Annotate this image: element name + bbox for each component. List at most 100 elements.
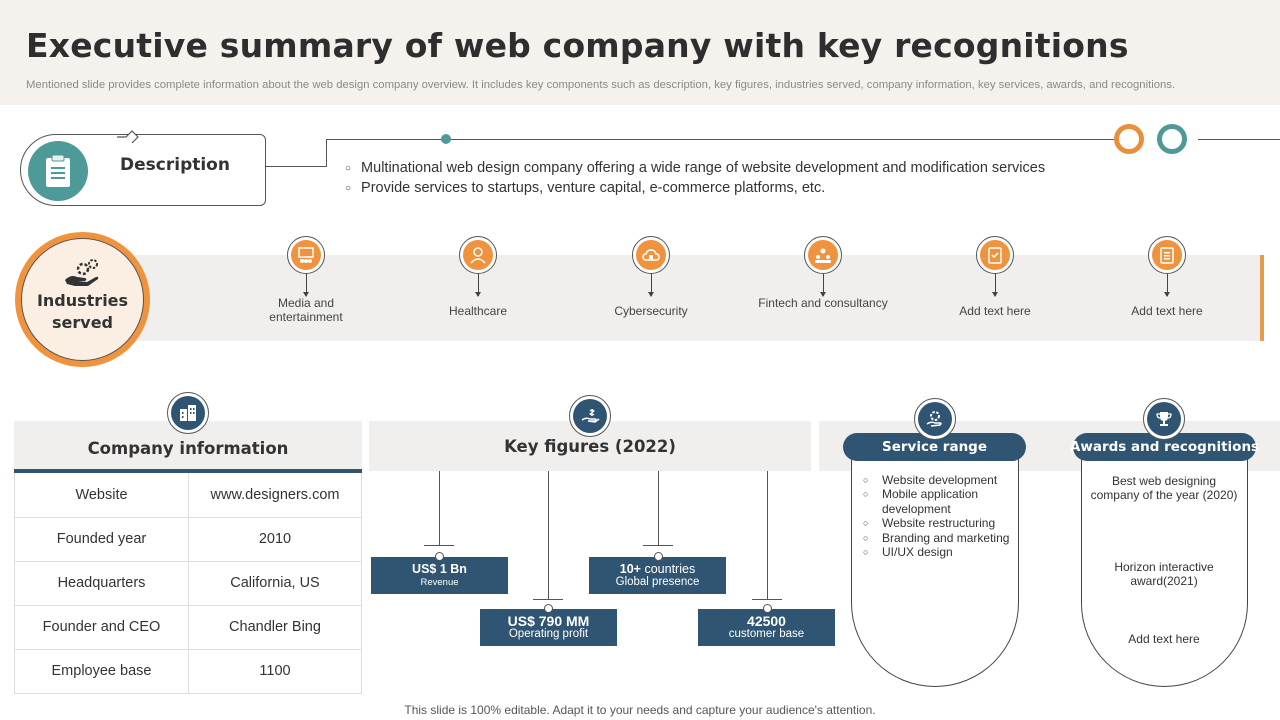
header-band xyxy=(0,0,1280,105)
table-cell-key: Founded year xyxy=(14,517,189,562)
key-figure-card: 42500 customer base xyxy=(698,609,835,646)
table-cell-key: Founder and CEO xyxy=(14,605,189,650)
connector-tee xyxy=(752,599,782,600)
clipboard-icon xyxy=(28,141,88,201)
down-arrow xyxy=(1164,274,1170,297)
list-item: Mobile application development xyxy=(863,487,1013,516)
down-arrow xyxy=(820,274,826,297)
awards-title: Awards and recognitions xyxy=(1070,433,1259,461)
gear-hand-icon xyxy=(914,398,956,440)
clipboard-check-icon xyxy=(976,236,1014,274)
award-item: Add text here xyxy=(1128,632,1200,646)
hand-gears-icon xyxy=(65,259,99,286)
industry-label: Cybersecurity xyxy=(614,304,688,318)
down-arrow xyxy=(475,274,481,297)
building-icon xyxy=(167,392,209,434)
arrow-tab-icon xyxy=(117,130,139,144)
trophy-icon xyxy=(1143,398,1185,440)
presentation-icon xyxy=(287,236,325,274)
connector-line xyxy=(767,471,768,599)
award-item: Best web designing company of the year (… xyxy=(1090,474,1238,502)
decorative-ring-orange xyxy=(1114,124,1144,154)
connector-knob xyxy=(763,604,772,613)
industry-label: Healthcare xyxy=(448,304,508,318)
key-figure-value: US$ 1 Bn xyxy=(412,562,467,576)
service-range-list: Website development Mobile application d… xyxy=(863,473,1013,560)
table-cell-value: California, US xyxy=(188,561,362,606)
down-arrow xyxy=(303,274,309,297)
industry-label: Fintech and consultancy xyxy=(758,296,888,310)
connector-tee xyxy=(643,545,673,546)
connector-tee xyxy=(424,545,454,546)
industries-badge-inner xyxy=(21,238,144,361)
connector-line xyxy=(266,166,327,167)
award-item: Horizon interactive award(2021) xyxy=(1114,560,1214,588)
timeline-line xyxy=(1198,139,1280,140)
connector-knob xyxy=(435,552,444,561)
key-figure-card: US$ 1 Bn Revenue xyxy=(371,557,508,594)
timeline-dot xyxy=(441,134,451,144)
decorative-ring-teal xyxy=(1157,124,1187,154)
team-icon xyxy=(804,236,842,274)
list-item: Website restructuring xyxy=(863,516,1013,531)
footer-note: This slide is 100% editable. Adapt it to… xyxy=(404,703,876,717)
connector-line xyxy=(658,471,659,545)
connector-line xyxy=(548,471,549,599)
industries-title-line: served xyxy=(52,313,113,332)
connector-tee xyxy=(533,599,563,600)
table-cell-value: Chandler Bing xyxy=(188,605,362,650)
table-cell-value: www.designers.com xyxy=(188,473,362,518)
table-cell-key: Headquarters xyxy=(14,561,189,606)
timeline-line xyxy=(326,139,1114,140)
hand-money-icon xyxy=(569,395,611,437)
doctor-icon xyxy=(459,236,497,274)
page-subtitle: Mentioned slide provides complete inform… xyxy=(26,79,1176,91)
key-figure-value: US$ 790 MM xyxy=(507,613,590,629)
company-info-title: Company information xyxy=(87,439,289,458)
industry-label: Add text here xyxy=(1131,304,1203,318)
table-cell-value: 1100 xyxy=(188,649,362,694)
company-info-underline xyxy=(14,469,362,473)
connector-line xyxy=(326,139,327,167)
down-arrow xyxy=(992,274,998,297)
page-title: Executive summary of web company with ke… xyxy=(26,26,1129,65)
industry-label: Add text here xyxy=(959,304,1031,318)
description-bullets: Multinational web design company offerin… xyxy=(345,159,1045,199)
description-bullet: Multinational web design company offerin… xyxy=(345,159,1045,179)
key-figure-card: US$ 790 MM Operating profit xyxy=(480,609,617,646)
key-figure-value-suffix: countries xyxy=(641,562,696,576)
table-cell-key: Website xyxy=(14,473,189,518)
key-figure-label: customer base xyxy=(728,628,805,640)
down-arrow xyxy=(648,274,654,297)
table-cell-key: Employee base xyxy=(14,649,189,694)
list-item: Website development xyxy=(863,473,1013,488)
industries-title: Industries served xyxy=(21,290,144,334)
key-figure-card: 10+ countries Global presence xyxy=(589,557,726,594)
list-item: Branding and marketing xyxy=(863,531,1013,546)
industries-title-line: Industries xyxy=(36,291,129,310)
list-item: UI/UX design xyxy=(863,545,1013,560)
connector-knob xyxy=(544,604,553,613)
awards-panel xyxy=(1081,455,1248,687)
table-cell-value: 2010 xyxy=(188,517,362,562)
document-icon xyxy=(1148,236,1186,274)
connector-knob xyxy=(654,552,663,561)
key-figure-value: 10+ xyxy=(619,562,641,576)
key-figures-title: Key figures (2022) xyxy=(504,437,676,456)
key-figure-value: 42500 xyxy=(747,613,786,629)
cloud-lock-icon xyxy=(632,236,670,274)
industries-accent-bar xyxy=(1260,255,1264,341)
key-figure-label: Revenue xyxy=(420,577,459,588)
industry-label: Media and entertainment xyxy=(269,296,343,324)
description-label: Description xyxy=(120,155,230,175)
key-figure-label: Global presence xyxy=(615,576,700,588)
key-figure-value-line: 10+ countries xyxy=(589,562,726,576)
description-bullet: Provide services to startups, venture ca… xyxy=(345,179,1045,199)
key-figure-label: Operating profit xyxy=(508,628,589,640)
